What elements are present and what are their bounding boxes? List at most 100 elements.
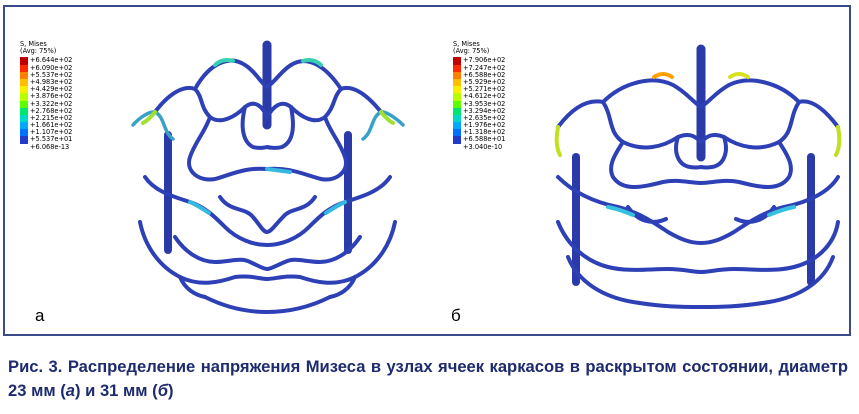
legend-title: S, Mises bbox=[453, 40, 480, 48]
legend-row: +5.929e+02 bbox=[453, 77, 506, 87]
legend-swatch bbox=[20, 136, 28, 144]
stent-strut bbox=[556, 220, 840, 274]
legend-swatch bbox=[453, 86, 461, 94]
legend-value: +6.068e-13 bbox=[30, 142, 70, 151]
stress-highlight bbox=[141, 110, 157, 125]
stress-highlight bbox=[301, 58, 323, 67]
legend-swatch bbox=[453, 57, 461, 65]
legend-swatch bbox=[20, 71, 28, 79]
stress-highlight bbox=[728, 72, 750, 79]
caption-part1: Рис. 3. Распределение напряжения Мизеса … bbox=[8, 357, 848, 400]
legend-swatch bbox=[453, 129, 461, 137]
legend-row: +6.090e+02 bbox=[20, 63, 73, 72]
stent-strut bbox=[203, 295, 332, 314]
panel-label-b: б bbox=[451, 306, 461, 325]
legend-row: +1.976e+02 bbox=[453, 121, 506, 130]
legend-swatch bbox=[453, 78, 461, 87]
legend-value: +7.906e+02 bbox=[463, 56, 506, 65]
legend-value: +2.768e+02 bbox=[30, 106, 73, 115]
legend-swatch bbox=[453, 64, 461, 72]
legend-swatch bbox=[20, 100, 28, 108]
legend-row: +6.588e+02 bbox=[453, 70, 506, 79]
legend-value: +6.588e+02 bbox=[463, 70, 506, 79]
legend-row: +5.537e+01 bbox=[20, 135, 73, 144]
caption-part2: ) и 31 мм ( bbox=[75, 381, 158, 400]
legend-title: S, Mises bbox=[20, 40, 47, 48]
legend-swatch bbox=[453, 93, 461, 101]
legend-value: +5.537e+02 bbox=[30, 70, 73, 79]
legend-subtitle: (Avg: 75%) bbox=[453, 47, 490, 56]
legend-value: +6.588e+01 bbox=[463, 135, 506, 144]
stent-model-b bbox=[554, 44, 842, 309]
legend-row: +3.322e+02 bbox=[20, 99, 73, 108]
stent-strut bbox=[566, 255, 835, 309]
legend-value: +1.107e+02 bbox=[30, 128, 73, 137]
legend-row: +6.068e-13 bbox=[20, 142, 72, 151]
legend-value: +5.537e+01 bbox=[30, 135, 73, 144]
legend-value: +3.040e-10 bbox=[463, 142, 503, 151]
legend-value: +3.322e+02 bbox=[30, 99, 73, 108]
legend-value: +1.976e+02 bbox=[463, 121, 506, 130]
legend-row: +3.953e+02 bbox=[453, 99, 506, 108]
stress-highlight bbox=[652, 72, 674, 79]
legend-row: +6.644e+02 bbox=[20, 56, 73, 65]
caption-part3: ) bbox=[167, 381, 174, 400]
legend-swatch bbox=[453, 122, 461, 130]
stress-highlight bbox=[188, 200, 211, 215]
panel-label-a: а bbox=[35, 306, 45, 325]
stent-model-a bbox=[131, 40, 405, 314]
stent-strut bbox=[609, 140, 793, 189]
legend-row: +2.635e+02 bbox=[453, 113, 506, 123]
stent-strut bbox=[143, 175, 392, 247]
stress-highlight bbox=[606, 205, 635, 217]
legend-row: +4.612e+02 bbox=[453, 92, 506, 101]
legend-value: +5.929e+02 bbox=[463, 77, 506, 86]
stress-highlight bbox=[213, 58, 235, 67]
stent-strut bbox=[556, 175, 840, 245]
legend-row: +4.429e+02 bbox=[20, 85, 72, 94]
legend-row: +5.537e+02 bbox=[20, 70, 73, 79]
legend-value: +6.090e+02 bbox=[30, 63, 73, 72]
stent-strut bbox=[240, 105, 295, 150]
legend-scale: +6.644e+02+6.090e+02+5.537e+02+4.983e+02… bbox=[20, 57, 72, 150]
legend-value: +6.644e+02 bbox=[30, 56, 73, 65]
panel-a: S, Mises (Avg: 75%) +6.644e+02+6.090e+02… bbox=[5, 7, 428, 334]
legend-swatch bbox=[20, 86, 28, 94]
legend-scale: +7.906e+02+7.247e+02+6.588e+02+5.929e+02… bbox=[453, 57, 505, 150]
legend-swatch bbox=[453, 136, 461, 144]
stress-highlight bbox=[379, 110, 395, 125]
legend-row: +4.983e+02 bbox=[20, 77, 73, 87]
legend-swatch bbox=[453, 71, 461, 79]
legend-value: +1.318e+02 bbox=[463, 128, 506, 137]
legend-value: +2.635e+02 bbox=[463, 113, 506, 122]
legend-value: +7.247e+02 bbox=[463, 63, 506, 72]
stress-highlight bbox=[324, 200, 347, 215]
legend-row: +3.294e+02 bbox=[453, 106, 506, 115]
legend-row: +3.876e+02 bbox=[20, 92, 73, 101]
legend-swatch bbox=[453, 100, 461, 108]
legend-row: +1.661e+02 bbox=[20, 121, 72, 130]
stent-strut bbox=[626, 205, 776, 224]
stent-strut bbox=[601, 78, 801, 109]
panel-b: S, Mises (Avg: 75%) +7.906e+02+7.247e+02… bbox=[428, 7, 849, 334]
legend-swatch bbox=[20, 114, 28, 123]
stent-strut bbox=[556, 99, 703, 150]
legend-value: +4.612e+02 bbox=[463, 92, 506, 101]
legend-row: +5.271e+02 bbox=[453, 85, 506, 94]
legend-panel-b: S, Mises (Avg: 75%) +7.906e+02+7.247e+02… bbox=[453, 40, 505, 151]
stent-strut bbox=[674, 135, 728, 170]
figure-caption: Рис. 3. Распределение напряжения Мизеса … bbox=[8, 355, 848, 403]
legend-value: +4.983e+02 bbox=[30, 77, 73, 86]
legend-row: +2.215e+02 bbox=[20, 114, 72, 123]
legend-swatch bbox=[20, 57, 28, 65]
legend-value: +5.271e+02 bbox=[463, 85, 506, 94]
legend-row: +6.588e+01 bbox=[453, 135, 506, 144]
legend-swatch bbox=[20, 129, 28, 137]
legend-value: +3.876e+02 bbox=[30, 92, 73, 101]
legend-row: +2.768e+02 bbox=[20, 106, 73, 115]
legend-value: +3.953e+02 bbox=[463, 99, 506, 108]
stress-highlight bbox=[265, 167, 292, 174]
legend-value: +3.294e+02 bbox=[463, 106, 506, 115]
caption-label-b: б bbox=[157, 381, 168, 400]
stress-highlight bbox=[554, 125, 562, 157]
